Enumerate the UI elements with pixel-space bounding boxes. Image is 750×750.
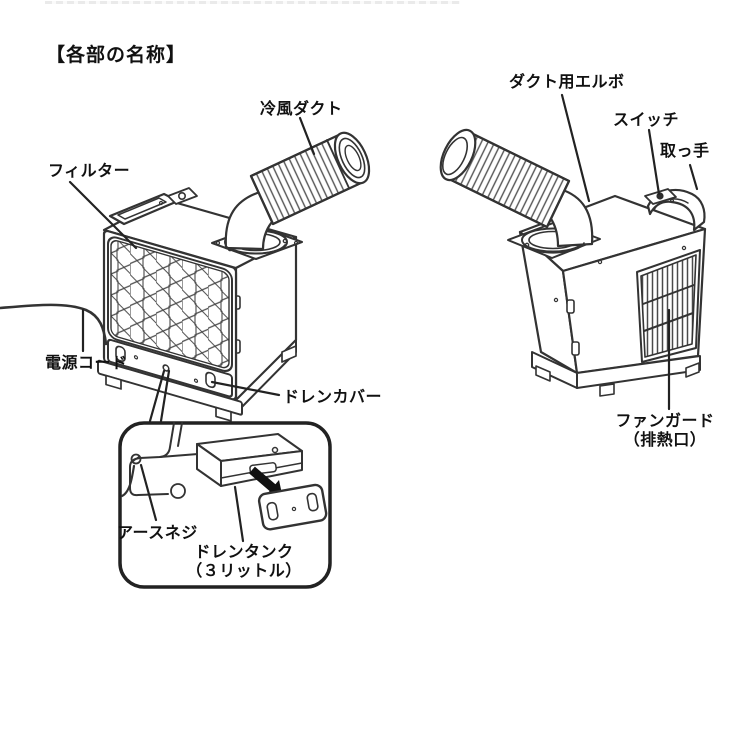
label-drain-tank: ドレンタンク （３リットル） [160, 542, 328, 580]
label-drain-tank-line2: （３リットル） [186, 561, 302, 581]
flange-rim-arc [226, 244, 286, 255]
label-fan-guard-line2: （排熱口） [623, 430, 707, 450]
right-unit-clip-tab [566, 299, 575, 314]
earth-screw-illustration [130, 453, 142, 465]
screw-dot [597, 259, 603, 265]
label-filter: フィルター [48, 161, 131, 180]
earth-screw-slot [132, 455, 140, 463]
callout-line-left [148, 369, 166, 423]
label-cold-air-duct: 冷風ダクト [260, 99, 343, 118]
cover-plate-screw [291, 506, 297, 512]
label-drain-cover: ドレンカバー [283, 387, 383, 406]
left-unit-illustration [97, 187, 303, 422]
leader-drain-tank [233, 485, 245, 543]
label-power-cord: 電源コード [45, 353, 128, 372]
flange-rim-arc-right [523, 242, 585, 254]
leader-lines [68, 93, 699, 543]
label-earth-screw: アースネジ [117, 523, 198, 542]
left-unit-base [97, 359, 243, 416]
leader-drain-cover [210, 380, 281, 397]
left-unit-foot [105, 374, 122, 390]
right-unit-foot [599, 383, 615, 397]
flange-bolt [282, 238, 288, 244]
left-unit-handle-slot [117, 197, 167, 220]
inset-power-cord [120, 464, 136, 498]
inset-detail-panel [118, 421, 332, 589]
duct-elbow-illustration [439, 128, 594, 254]
flange-bolt [215, 240, 221, 246]
leader-filter [68, 180, 138, 250]
cropped-top-text-remnant [45, 1, 460, 4]
drain-cover-plate-illustration [257, 483, 328, 531]
label-fan-guard-line1: ファンガード [615, 411, 715, 430]
pull-out-arrow-icon [249, 466, 283, 496]
screw-dot [133, 355, 139, 360]
drain-tank-hole [271, 446, 279, 454]
leader-duct-elbow [560, 93, 591, 203]
label-switch: スイッチ [613, 110, 680, 129]
left-unit-back-foot [281, 345, 297, 363]
right-unit-foot [685, 362, 700, 378]
inset-base-top [159, 453, 199, 458]
screw-dot [158, 200, 164, 206]
inset-unit-edge2 [177, 422, 183, 447]
right-unit-foot [535, 365, 551, 382]
fan-guard-rail [642, 284, 695, 305]
label-handle: 取っ手 [660, 141, 710, 160]
leader-switch [647, 128, 661, 196]
cover-plate-slot [306, 492, 319, 512]
leader-earth-screw [139, 463, 158, 522]
leader-cold-air-duct [298, 116, 316, 156]
label-drain-tank-line1: ドレンタンク [194, 542, 294, 561]
duct-end-cap-inner [441, 136, 469, 176]
inset-wheel [170, 483, 186, 499]
flange-bolt [293, 240, 299, 246]
cover-plate-slot [266, 501, 279, 521]
filter-panel [110, 240, 230, 369]
duct-hose-right-corrugation [447, 132, 569, 227]
page-title: 【各部の名称】 [46, 44, 187, 66]
label-fan-guard: ファンガード （排熱口） [598, 411, 732, 449]
screw-dot [681, 245, 687, 251]
drain-tank-illustration [196, 433, 303, 487]
drain-cover-slot [115, 345, 126, 362]
callout-line-right [159, 369, 171, 423]
cold-air-duct-illustration [224, 131, 371, 255]
drain-cover-screw [162, 364, 170, 372]
leader-handle [688, 163, 699, 191]
duct-collar-edge [326, 139, 350, 189]
duct-mouth-innermost [344, 144, 362, 172]
screw-dot [553, 297, 559, 303]
left-unit-top-plate-ring [178, 192, 187, 201]
screw-dot [669, 198, 675, 204]
fan-guard-grille [640, 254, 697, 358]
left-unit-top-plate [167, 187, 198, 205]
screw-dot [193, 378, 199, 383]
left-unit-foot [215, 406, 232, 422]
power-cord-illustration [0, 303, 108, 346]
right-unit-clip-tab [571, 341, 580, 356]
drain-cover-slot [205, 371, 216, 389]
label-duct-elbow: ダクト用エルボ [509, 72, 625, 91]
